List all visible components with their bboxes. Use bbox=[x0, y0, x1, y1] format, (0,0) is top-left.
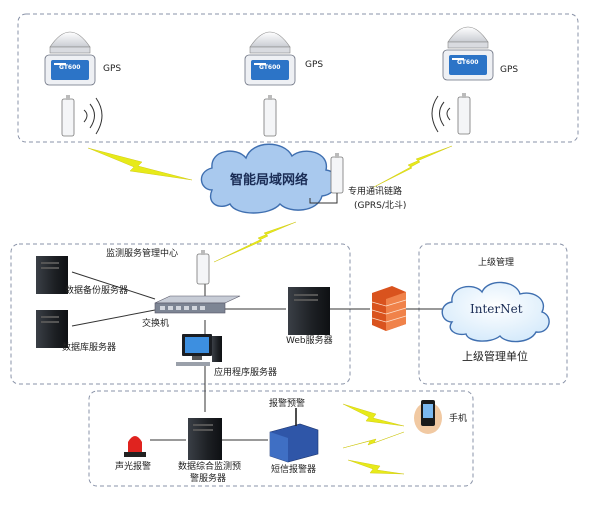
link-radio-icon bbox=[330, 153, 344, 194]
gps-unit-3 bbox=[442, 26, 494, 81]
wireless-bolt-icon bbox=[347, 459, 405, 475]
wireless-bolt-icon bbox=[342, 403, 405, 427]
switch-icon bbox=[154, 295, 241, 314]
radio-transmitter-icon bbox=[431, 93, 471, 135]
web-server-icon bbox=[288, 287, 330, 335]
gps-unit-2 bbox=[244, 31, 296, 86]
gps-unit-1 bbox=[44, 31, 96, 86]
web-server-label: Web服务器 bbox=[286, 336, 333, 346]
backup-server-label: 数据备份服务器 bbox=[65, 286, 129, 296]
radio-transmitter-icon bbox=[263, 95, 277, 137]
lan-cloud-label: 智能局域网络 bbox=[230, 173, 309, 188]
alarm-light-label: 声光报警 bbox=[115, 462, 152, 472]
db-server-label: 数据库服务器 bbox=[62, 343, 117, 353]
internet-cloud-icon bbox=[441, 281, 550, 343]
alarm-server-label-line2: 警服务器 bbox=[190, 474, 227, 484]
gps-label-1: GPS bbox=[103, 64, 122, 74]
internet-label: InterNet bbox=[470, 302, 523, 316]
gps-label-3: GPS bbox=[500, 65, 519, 75]
sms-alarm-label: 短信报警器 bbox=[271, 465, 317, 475]
alarm-group-box bbox=[88, 390, 474, 487]
center-radio-icon bbox=[196, 250, 210, 285]
app-server-label: 应用程序服务器 bbox=[214, 368, 278, 378]
monitoring-center-box bbox=[10, 243, 351, 385]
link-label-line1: 专用通讯链路 bbox=[348, 187, 403, 197]
alarm-server-label-line1: 数据综合监测预 bbox=[178, 462, 242, 472]
app-server-workstation-icon bbox=[176, 334, 222, 366]
gps-group-box bbox=[17, 13, 579, 143]
gps-dome-icon bbox=[249, 31, 291, 48]
radio-transmitter-icon bbox=[61, 95, 103, 137]
lan-cloud-icon bbox=[200, 143, 338, 214]
gps-label-2: GPS bbox=[305, 60, 324, 70]
upper-unit-label: 上级管理单位 bbox=[462, 350, 528, 363]
gt600-label-3: GT600 bbox=[457, 59, 479, 66]
backup-server-icon bbox=[36, 256, 68, 294]
wireless-bolt-icon bbox=[87, 147, 193, 181]
gps-dome-icon bbox=[49, 31, 91, 48]
sms-alarm-icon bbox=[269, 408, 319, 463]
alarm-title: 报警预警 bbox=[269, 399, 306, 409]
link-label-line2: (GPRS/北斗) bbox=[354, 201, 407, 211]
mobile-phone-icon bbox=[414, 400, 442, 434]
switch-label: 交换机 bbox=[142, 319, 170, 329]
gps-dome-icon bbox=[447, 26, 489, 43]
wireless-bolt-icon bbox=[371, 145, 453, 189]
firewall-icon bbox=[371, 286, 407, 331]
alarm-server-icon bbox=[188, 418, 222, 460]
upper-management-box bbox=[418, 243, 568, 385]
phone-label: 手机 bbox=[449, 414, 468, 424]
link-line bbox=[309, 193, 338, 204]
database-server-icon bbox=[36, 310, 68, 348]
gt600-label-2: GT600 bbox=[259, 64, 281, 71]
gt600-label-1: GT600 bbox=[59, 64, 81, 71]
wireless-bolt-icon bbox=[342, 431, 405, 449]
upper-management-title: 上级管理 bbox=[478, 258, 515, 268]
alarm-light-icon bbox=[124, 436, 146, 457]
monitoring-center-title: 监测服务管理中心 bbox=[106, 249, 179, 259]
wireless-bolt-icon bbox=[213, 221, 297, 263]
